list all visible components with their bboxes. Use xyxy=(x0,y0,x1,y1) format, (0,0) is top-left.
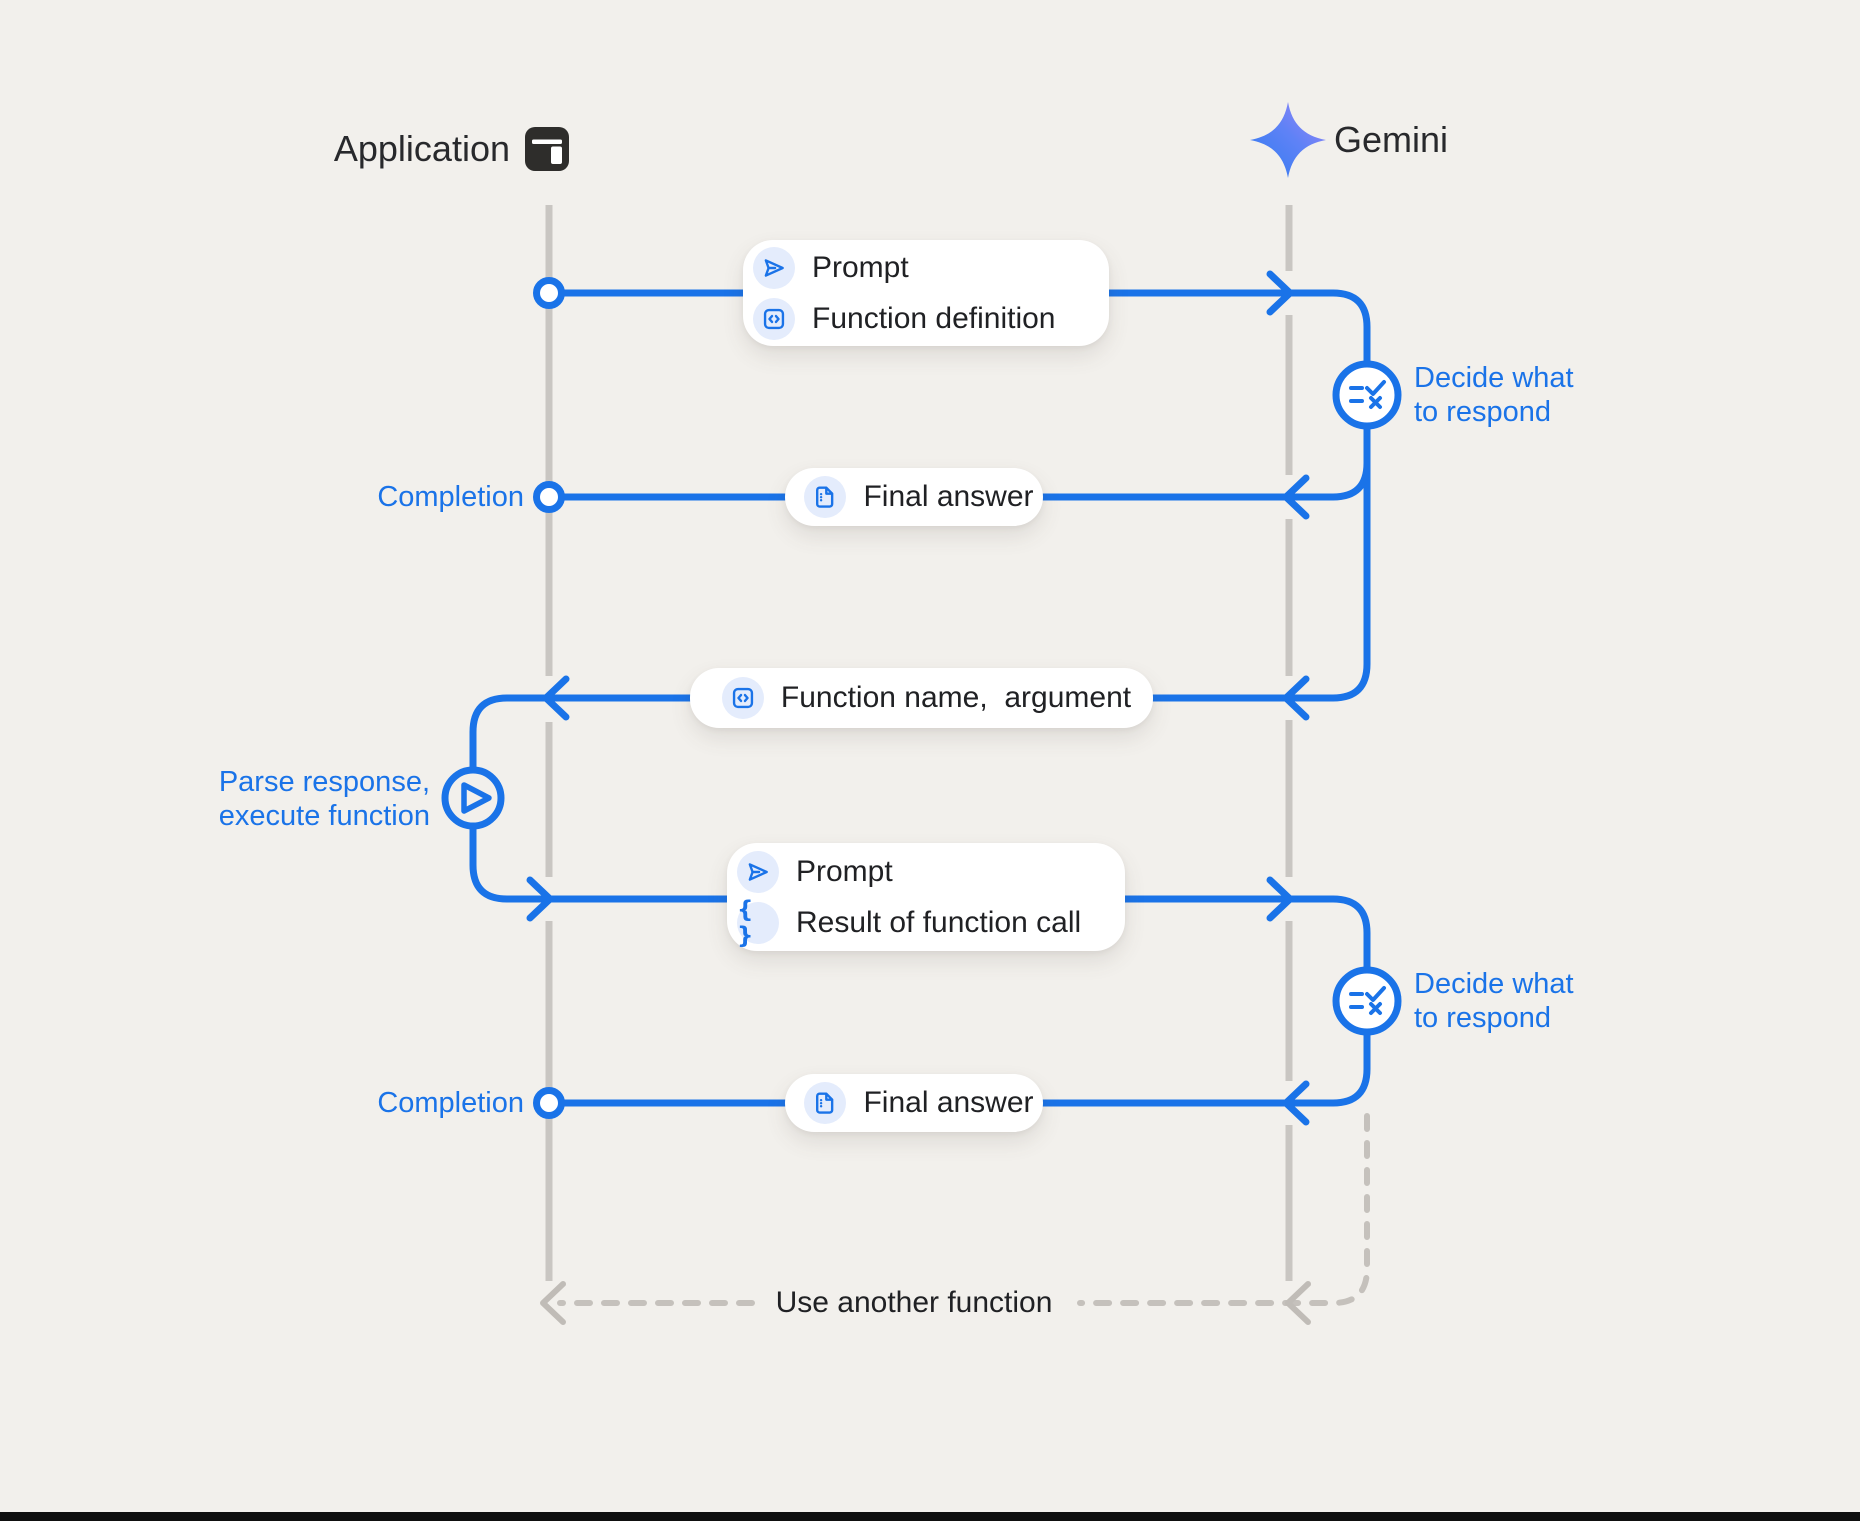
use-another-function-label: Use another function xyxy=(775,1286,1053,1319)
application-header-label: Application xyxy=(333,128,510,169)
card-label: Function name, argument xyxy=(780,681,1132,714)
decide-label-line: to respond xyxy=(1414,396,1552,428)
braces-glyph: { } xyxy=(737,896,755,949)
message-card-prompt-function-result: Prompt { } Result of function call xyxy=(727,843,1125,951)
completion-label-2: Completion xyxy=(377,1087,524,1119)
start-node-prompt-1 xyxy=(533,277,565,309)
completion-label-1: Completion xyxy=(377,481,524,513)
card-row-function-name: Function name, argument xyxy=(712,668,1131,728)
card-row-final-answer: Final answer xyxy=(794,1074,1034,1132)
card-row-prompt: Prompt xyxy=(727,846,1125,897)
end-node-completion-1 xyxy=(533,481,565,513)
play-icon xyxy=(461,782,492,814)
end-node-completion-2 xyxy=(533,1087,565,1119)
bottom-edge-bar xyxy=(0,1512,1860,1521)
use-another-function-arrowheads xyxy=(540,1281,1311,1325)
gemini-spark-icon xyxy=(1250,102,1326,178)
card-label: Final answer xyxy=(863,480,1034,513)
execute-function-node xyxy=(441,766,505,830)
card-row-function-result: { } Result of function call xyxy=(727,897,1125,949)
parse-execute-label: Parse response, execute function xyxy=(150,765,430,833)
decide-label-line: Decide what xyxy=(1414,968,1574,1000)
message-card-final-answer-2: Final answer xyxy=(785,1074,1043,1132)
code-box-icon xyxy=(753,297,795,340)
arrowhead-prompt-1 xyxy=(1266,270,1294,316)
route-final-answer-1 xyxy=(545,436,1371,501)
card-label: Result of function call xyxy=(796,905,1082,939)
decide-node-1 xyxy=(1332,360,1402,430)
arrowhead-final-2 xyxy=(1282,1080,1310,1126)
card-label: Final answer xyxy=(863,1086,1034,1119)
message-card-final-answer-1: Final answer xyxy=(785,468,1043,526)
braces-icon: { } xyxy=(737,897,779,949)
decide-label-line: to respond xyxy=(1414,1002,1552,1034)
document-icon xyxy=(804,1082,847,1124)
message-card-prompt-function-definition: Prompt Function definition xyxy=(743,240,1109,346)
gemini-header-label: Gemini xyxy=(1334,119,1449,160)
arrowhead-prompt-2-app xyxy=(526,876,554,922)
arrowhead-prompt-2-gemini xyxy=(1266,876,1294,922)
message-card-function-name-argument: Function name, argument xyxy=(690,668,1153,728)
parse-label-line: execute function xyxy=(218,800,430,832)
use-another-function-arrow xyxy=(557,1113,1370,1306)
code-box-icon xyxy=(721,677,764,719)
document-icon xyxy=(804,476,847,518)
arrowhead-final-1 xyxy=(1282,474,1310,520)
card-label: Function definition xyxy=(812,301,1056,335)
decide-label-1: Decide what to respond xyxy=(1414,361,1574,429)
decide-label-2: Decide what to respond xyxy=(1414,967,1574,1035)
parse-label-line: Parse response, xyxy=(218,766,430,798)
send-icon xyxy=(753,246,795,289)
card-row-final-answer: Final answer xyxy=(794,468,1034,526)
card-row-function-definition: Function definition xyxy=(743,293,1109,344)
decide-node-2 xyxy=(1332,966,1402,1036)
card-row-prompt: Prompt xyxy=(743,242,1109,293)
send-icon xyxy=(737,850,779,893)
card-label: Prompt xyxy=(812,250,909,284)
arrowhead-function-name-gemini xyxy=(1282,675,1310,721)
card-label: Prompt xyxy=(796,854,893,888)
arrowhead-function-name-app xyxy=(542,675,570,721)
decide-label-line: Decide what xyxy=(1414,362,1574,394)
app-window-icon xyxy=(524,126,570,172)
